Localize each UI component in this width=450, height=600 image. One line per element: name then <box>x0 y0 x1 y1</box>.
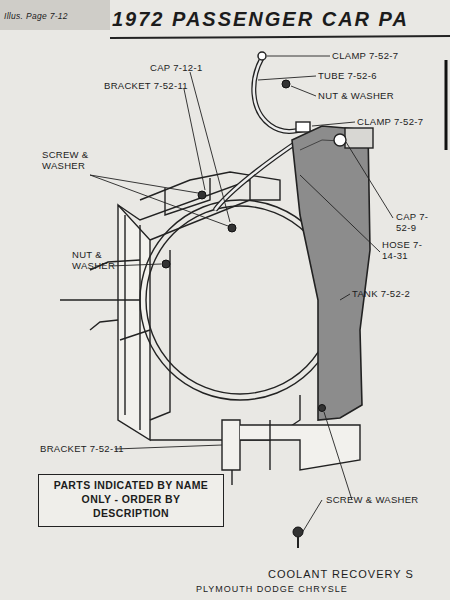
note-text: PARTS INDICATED BY NAME ONLY - ORDER BY … <box>47 478 215 521</box>
part-name: HOSE 7-14-31 <box>382 240 426 262</box>
make-names: PLYMOUTH DODGE CHRYSLE <box>196 584 348 594</box>
part-name: BRACKET 7-52-11 <box>40 444 124 455</box>
part-name: CLAMP 7-52-7 <box>357 117 423 128</box>
part-name: TANK 7-52-2 <box>352 289 410 300</box>
section-title: COOLANT RECOVERY S <box>268 568 414 581</box>
part-name: BRACKET 7-52-11 <box>104 81 188 92</box>
part-name: CLAMP 7-52-7 <box>332 51 398 62</box>
part-name: SCREW & WASHER <box>326 495 419 506</box>
page-reference: Illus. Page 7-12 <box>4 12 68 22</box>
part-name: NUT & WASHER <box>72 250 112 272</box>
part-name: NUT & WASHER <box>318 91 394 102</box>
note-box: PARTS INDICATED BY NAME ONLY - ORDER BY … <box>38 474 224 527</box>
page-title: 1972 PASSENGER CAR PA <box>112 8 409 31</box>
part-name: TUBE 7-52-6 <box>318 71 377 82</box>
part-name: CAP 7-12-1 <box>150 63 202 74</box>
part-name: CAP 7-52-9 <box>396 212 438 234</box>
part-name: SCREW & WASHER <box>42 150 94 172</box>
